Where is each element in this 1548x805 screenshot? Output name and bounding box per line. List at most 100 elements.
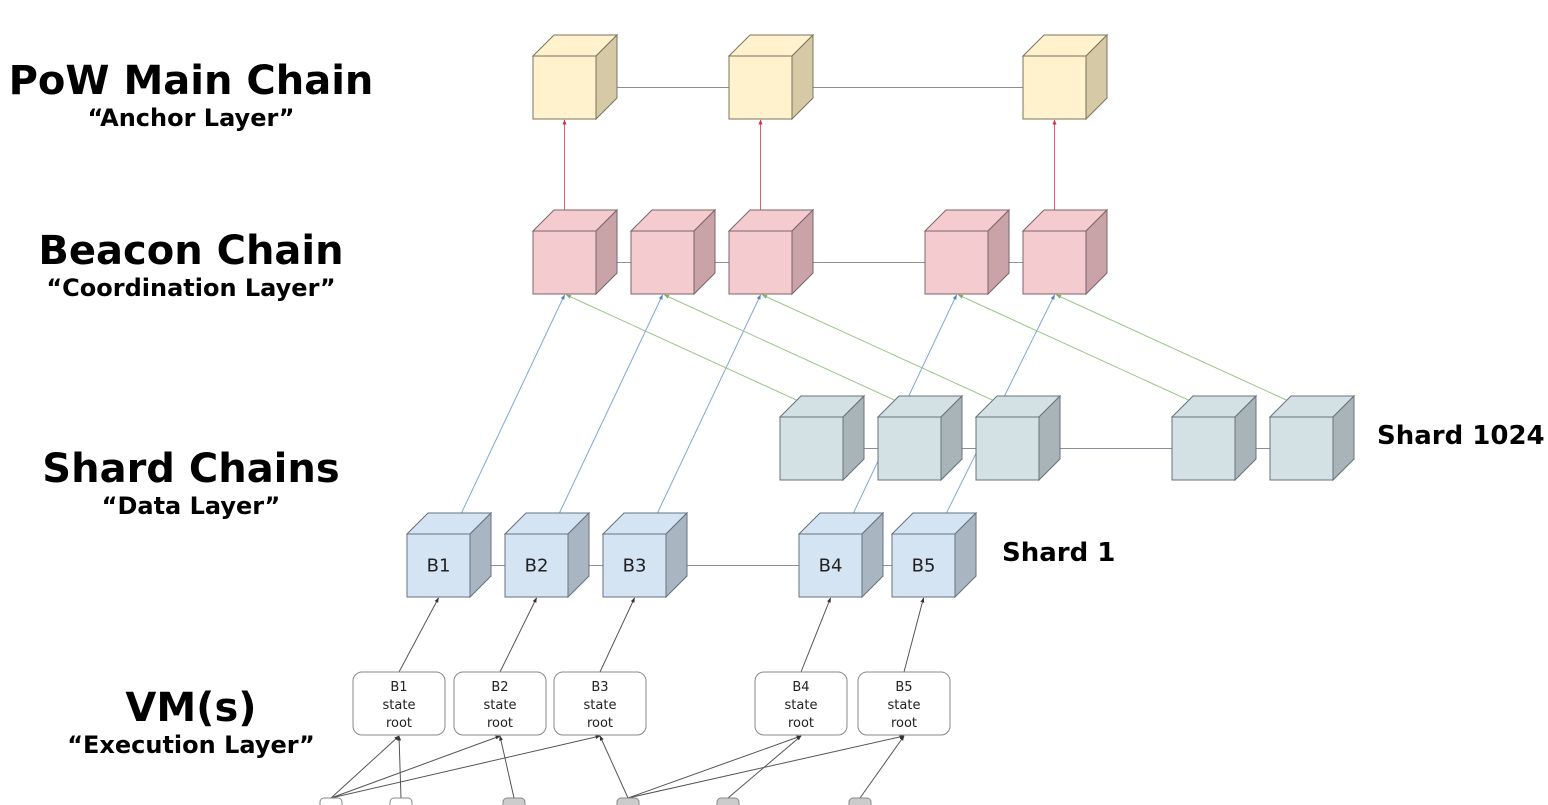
- state-root-frame: [453, 671, 547, 736]
- transaction-link: [397, 735, 402, 799]
- state-root-box: B1 state root: [352, 671, 446, 736]
- state-root-line2: root: [891, 716, 917, 731]
- shard-1-crosslink: [656, 294, 761, 516]
- shard-1024-crosslink: [762, 294, 1030, 418]
- beacon-block: [531, 208, 619, 296]
- shard-1-block: B1: [405, 511, 493, 599]
- layer-label-shard: Shard Chains “Data Layer”: [0, 446, 382, 520]
- shard-1024-crosslink: [566, 294, 834, 418]
- state-root-line1: state: [584, 698, 617, 713]
- layer-title: Beacon Chain: [38, 228, 344, 274]
- state-root-block: B5: [895, 680, 912, 695]
- state-root-frame: [352, 671, 446, 736]
- transaction-box: [502, 797, 526, 805]
- state-root-link: [398, 597, 439, 673]
- block-label: B2: [525, 556, 549, 577]
- state-root-link: [903, 597, 925, 673]
- cube-front-face: [406, 533, 471, 598]
- shard-1024-crosslink: [1056, 294, 1324, 418]
- state-root-block: B4: [792, 680, 809, 695]
- state-root-line2: root: [788, 716, 814, 731]
- cube-front-face: [877, 416, 942, 481]
- layer-label-vm: VM(s) “Execution Layer”: [0, 685, 382, 759]
- layer-subtitle: “Coordination Layer”: [46, 274, 336, 302]
- shard-1024-block: [1268, 394, 1356, 482]
- cube-front-face: [504, 533, 569, 598]
- shard-1-label: Shard 1: [1002, 538, 1116, 568]
- shard-1024-block: [778, 394, 866, 482]
- shard-1-block: B3: [601, 511, 689, 599]
- state-root-box: B2 state root: [453, 671, 547, 736]
- transaction-link: [330, 735, 601, 799]
- cube-front-face: [728, 230, 793, 295]
- state-root-block: B2: [491, 680, 508, 695]
- state-root-line1: state: [888, 698, 921, 713]
- transaction-box: [848, 797, 872, 805]
- pow-block: [1021, 33, 1109, 121]
- cube-front-face: [1171, 416, 1236, 481]
- shard-1024-label: Shard 1024: [1377, 421, 1545, 451]
- transaction-link: [859, 735, 905, 799]
- beacon-block: [923, 208, 1011, 296]
- state-root-frame: [553, 671, 647, 736]
- cube-front-face: [1022, 55, 1087, 120]
- cube-front-face: [891, 533, 956, 598]
- layer-subtitle: “Data Layer”: [101, 492, 281, 520]
- shard-1-crosslink: [460, 294, 565, 516]
- state-root-line1: state: [383, 698, 416, 713]
- block-label: B5: [912, 556, 936, 577]
- shard-1-block: B4: [797, 511, 885, 599]
- shard-1-crosslink: [558, 294, 663, 516]
- shard-1-block: B5: [890, 511, 978, 599]
- transaction-box: [319, 797, 343, 805]
- beacon-block: [1021, 208, 1109, 296]
- cube-front-face: [630, 230, 695, 295]
- state-root-frame: [754, 671, 848, 736]
- cube-front-face: [779, 416, 844, 481]
- cube-front-face: [1022, 230, 1087, 295]
- state-root-line2: root: [386, 716, 412, 731]
- state-root-link: [800, 597, 831, 673]
- state-root-link: [599, 597, 635, 673]
- state-root-block: B1: [390, 680, 407, 695]
- transaction-link: [627, 735, 905, 799]
- layer-label-beacon: Beacon Chain “Coordination Layer”: [0, 228, 382, 302]
- cube-front-face: [798, 533, 863, 598]
- shard-1024-crosslink: [958, 294, 1226, 418]
- shard-1024-crosslink: [664, 294, 932, 418]
- shard-1024-block: [974, 394, 1062, 482]
- transaction-link: [627, 735, 802, 799]
- block-label: B4: [819, 556, 843, 577]
- state-root-line2: root: [487, 716, 513, 731]
- state-root-frame: [857, 671, 951, 736]
- cube-front-face: [975, 416, 1040, 481]
- shard-1024-block: [876, 394, 964, 482]
- state-root-link: [499, 597, 537, 673]
- transaction-box: [616, 797, 640, 805]
- cube-front-face: [532, 55, 597, 120]
- transaction-box: [716, 797, 740, 805]
- shard-1-block: B2: [503, 511, 591, 599]
- transaction-link: [499, 735, 515, 799]
- pow-block: [531, 33, 619, 121]
- state-root-line1: state: [785, 698, 818, 713]
- beacon-block: [629, 208, 717, 296]
- cube-front-face: [924, 230, 989, 295]
- layer-title: PoW Main Chain: [8, 58, 374, 104]
- layer-subtitle: “Execution Layer”: [67, 731, 315, 759]
- state-root-line1: state: [484, 698, 517, 713]
- transaction-link: [330, 735, 501, 799]
- transaction-box: [389, 797, 413, 805]
- transaction-link: [599, 735, 629, 799]
- block-label: B3: [623, 556, 647, 577]
- transaction-link: [330, 735, 400, 799]
- state-root-box: B4 state root: [754, 671, 848, 736]
- cube-front-face: [602, 533, 667, 598]
- layer-title: Shard Chains: [42, 446, 340, 492]
- layer-subtitle: “Anchor Layer”: [87, 104, 295, 132]
- state-root-block: B3: [591, 680, 608, 695]
- cube-front-face: [728, 55, 793, 120]
- layer-title: VM(s): [125, 685, 257, 731]
